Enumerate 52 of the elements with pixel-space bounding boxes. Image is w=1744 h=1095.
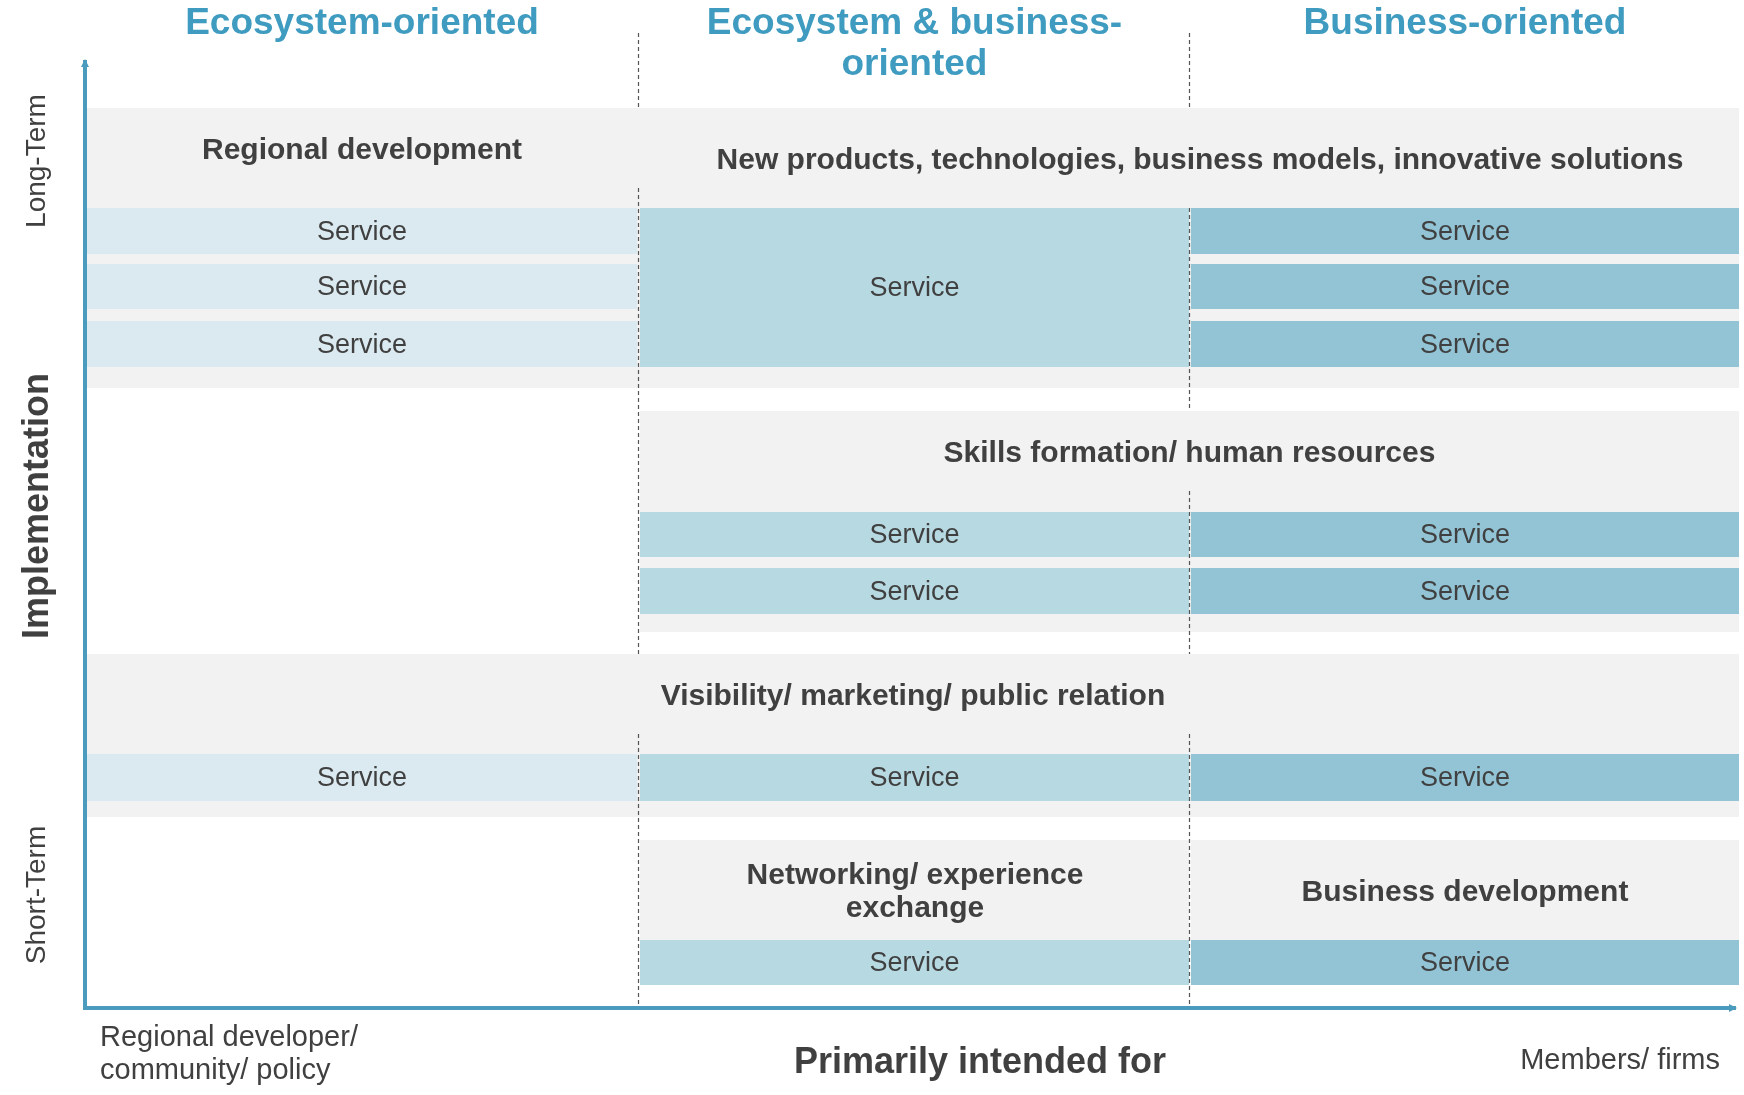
service-bar — [1191, 754, 1739, 801]
service-bar — [87, 264, 637, 309]
service-label: Service — [1420, 574, 1510, 608]
service-bar — [1191, 321, 1739, 367]
service-label: Service — [1420, 518, 1510, 552]
service-label: Service — [1420, 214, 1510, 248]
category-band — [87, 108, 1739, 388]
category-title: New products, technologies, business models, innovative solutions — [716, 141, 1684, 175]
service-bar — [640, 754, 1189, 801]
service-label: Service — [869, 946, 960, 980]
axis-label: Long-Term — [19, 94, 52, 228]
service-label: Service — [1420, 761, 1510, 795]
service-label: Service — [1420, 270, 1510, 304]
service-label: Service — [869, 518, 960, 552]
axis-end-label: Regional developer/ community/ policy — [100, 1020, 359, 1087]
service-label: Service — [317, 761, 407, 795]
service-bar — [1191, 264, 1739, 309]
column-heading: Business-oriented — [1303, 2, 1627, 43]
category-title: Visibility/ marketing/ public relation — [660, 677, 1166, 711]
axis-label: Primarily intended for — [793, 1039, 1167, 1083]
column-heading: Ecosystem-oriented — [185, 2, 539, 43]
service-bar — [1191, 940, 1739, 985]
column-heading: Ecosystem & business-oriented — [705, 2, 1124, 84]
category-band — [87, 654, 1739, 817]
service-bar — [1191, 512, 1739, 557]
category-title: Networking/ experience exchange — [745, 857, 1085, 923]
service-label: Service — [869, 574, 960, 608]
service-bar — [640, 940, 1189, 985]
axis-label: Implementation — [14, 373, 57, 639]
service-bar — [1191, 208, 1739, 254]
category-band — [640, 840, 1189, 985]
service-label: Service — [869, 761, 960, 795]
service-bar — [640, 512, 1189, 557]
service-label: Service — [1420, 946, 1510, 980]
service-label: Service — [1420, 327, 1510, 361]
service-label: Service — [317, 270, 407, 304]
service-bar — [640, 568, 1189, 614]
category-title: Business development — [1301, 873, 1629, 907]
service-bar — [640, 208, 1189, 367]
service-bar — [87, 321, 637, 367]
category-band — [1191, 840, 1739, 985]
category-title: Regional development — [201, 131, 523, 165]
category-title: Skills formation/ human resources — [943, 434, 1436, 468]
category-band — [640, 411, 1739, 632]
service-bar — [87, 754, 637, 801]
service-bar — [87, 208, 637, 254]
axis-end-label: Members/ firms — [1520, 1042, 1720, 1077]
service-label: Service — [317, 214, 407, 248]
service-label: Service — [317, 327, 407, 361]
service-bar — [1191, 568, 1739, 614]
service-label: Service — [869, 271, 960, 305]
axis-label: Short-Term — [19, 825, 52, 965]
